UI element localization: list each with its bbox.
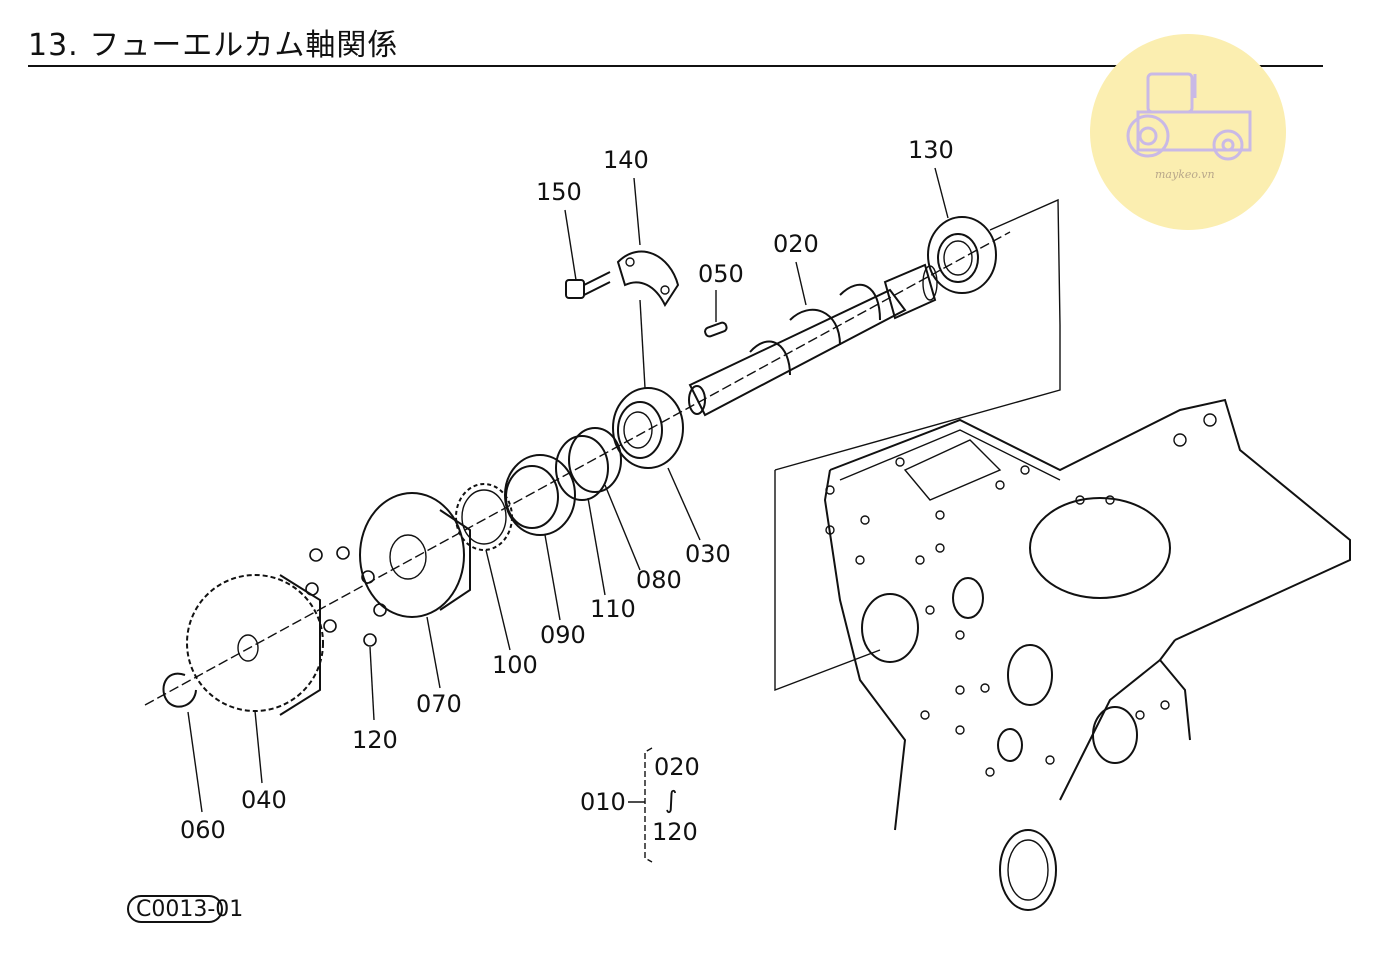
engine-block-housing — [774, 198, 1351, 911]
gear-040 — [186, 574, 324, 716]
part-labels: 130 140 150 020 050 030 080 110 090 100 … — [180, 136, 954, 844]
circlip-060 — [162, 672, 197, 708]
governor-disc-070 — [359, 492, 471, 618]
bolt-150 — [565, 271, 611, 299]
label-140: 140 — [603, 146, 649, 174]
bearing-090 — [504, 454, 576, 536]
bearing-130 — [927, 216, 997, 294]
label-080: 080 — [636, 566, 682, 594]
label-070: 070 — [416, 690, 462, 718]
figure-id: C0013-01 — [136, 897, 243, 922]
label-030: 030 — [685, 540, 731, 568]
label-040: 040 — [241, 786, 287, 814]
leader-lines — [187, 167, 949, 813]
steel-balls-120 — [305, 546, 387, 647]
assembly-range-end: 120 — [652, 818, 698, 846]
watermark-logo: maykeo.vn — [1090, 34, 1286, 230]
label-100: 100 — [492, 651, 538, 679]
assembly-legend: 010 020 ∫ 120 — [580, 747, 700, 863]
assembly-code: 010 — [580, 788, 626, 816]
label-020: 020 — [773, 230, 819, 258]
tractor-icon — [1126, 72, 1252, 161]
range-tilde: ∫ — [665, 786, 678, 814]
label-060: 060 — [180, 816, 226, 844]
assembly-axis-line — [144, 231, 1011, 706]
label-110: 110 — [590, 595, 636, 623]
watermark-text: maykeo.vn — [1155, 168, 1215, 181]
label-090: 090 — [540, 621, 586, 649]
key-050 — [704, 321, 728, 338]
figure-id-badge: C0013-01 — [127, 895, 243, 923]
stopper-plate-140 — [616, 250, 680, 308]
label-130: 130 — [908, 136, 954, 164]
page-title: 13. フューエルカム軸関係 — [28, 28, 399, 63]
assembly-range-start: 020 — [654, 753, 700, 781]
label-120: 120 — [352, 726, 398, 754]
circlip-110 — [555, 435, 609, 501]
label-050: 050 — [698, 260, 744, 288]
circlip-080 — [568, 427, 622, 493]
label-150: 150 — [536, 178, 582, 206]
bearing-030 — [612, 387, 684, 469]
ball-ring-100 — [455, 483, 513, 551]
title-underline — [28, 65, 1323, 67]
